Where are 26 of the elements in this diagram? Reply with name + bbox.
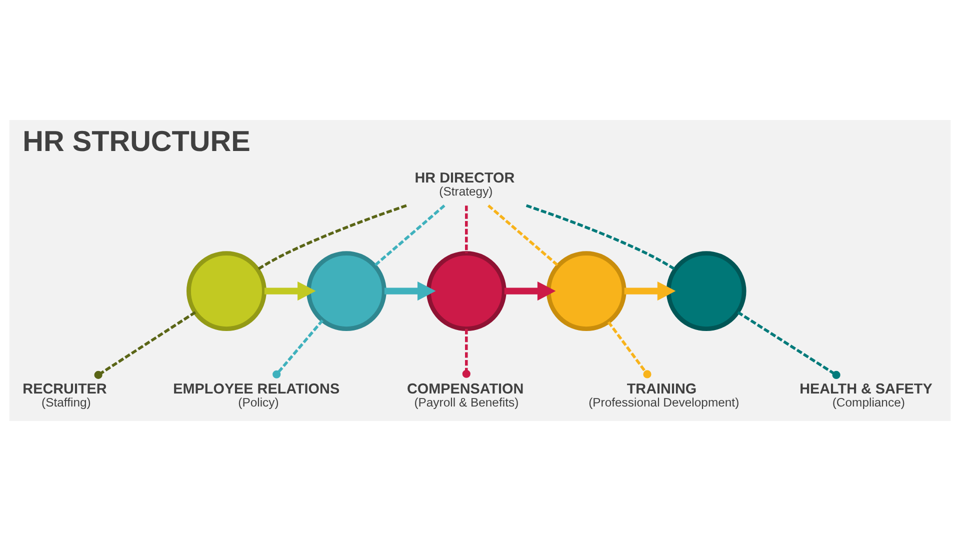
node-text: COMPENSATION (Payroll & Benefits) [406, 381, 524, 409]
node-circle [426, 250, 506, 331]
arrow [264, 280, 316, 300]
node-text: RECRUITER (Staffing) [22, 381, 107, 409]
arrow [384, 280, 436, 300]
arrow [624, 280, 676, 300]
arrow [504, 280, 556, 300]
connector [487, 204, 560, 266]
connector [526, 204, 676, 270]
node-circle [666, 250, 746, 331]
node-text: TRAINING (Professional Development) [588, 381, 740, 409]
connector [256, 204, 407, 270]
connector [465, 205, 468, 253]
node-circle [186, 250, 266, 331]
connector [462, 328, 470, 378]
connector [94, 310, 196, 378]
connector [607, 320, 652, 378]
node-text: HR DIRECTOR (Strategy) [414, 170, 515, 198]
node-circle [306, 250, 386, 331]
node-circle [546, 250, 626, 331]
node-text: HEALTH & SAFETY (Compliance) [800, 381, 932, 409]
connector [737, 310, 840, 379]
node-text: EMPLOYEE RELATIONS (Policy) [173, 381, 340, 409]
diagram-title: HR STRUCTURE [22, 125, 250, 158]
connector [272, 318, 324, 378]
connector [374, 204, 446, 266]
